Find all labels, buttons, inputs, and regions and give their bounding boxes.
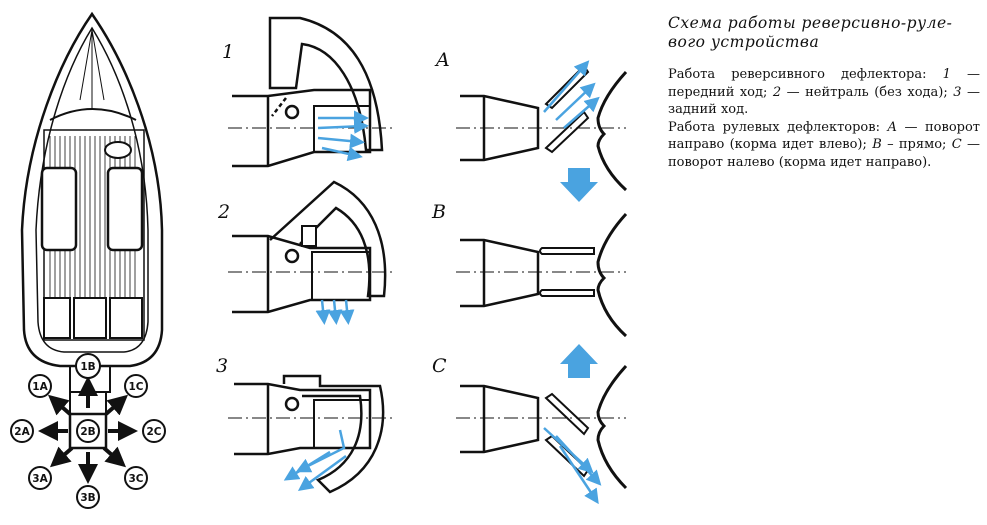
caption-num-3: 3 (953, 84, 962, 100)
caption-text: Работа реверсивного дефлектора: 1 — пере… (668, 66, 980, 171)
marker-label: 1A (32, 381, 48, 393)
direction-marker-3A: 3A (28, 466, 52, 490)
direction-marker-1B: 1B (75, 353, 101, 379)
steering-left (456, 364, 628, 490)
direction-marker-2C: 2C (142, 419, 166, 443)
direction-marker-1A: 1A (28, 374, 52, 398)
marker-label: 2C (146, 426, 161, 438)
deflector-neutral (228, 180, 392, 314)
caption-letter-C: C (951, 137, 962, 152)
movement-arrow-down (560, 168, 598, 202)
caption-text-1a: Работа реверсивного дефлектора: (668, 67, 927, 82)
rear-seat-left (43, 297, 71, 339)
panel-label-1: 1 (222, 41, 234, 63)
water-flow-left (543, 427, 602, 505)
seat-left (40, 166, 78, 252)
direction-marker-2A: 2A (10, 419, 34, 443)
water-flow-forward (317, 110, 369, 162)
steering-right (456, 64, 628, 192)
caption-text-1d: — задний ход. (668, 84, 980, 118)
caption-text-1c: — нейтраль (без хода); (781, 84, 954, 100)
direction-marker-2B: 2B (76, 419, 100, 443)
marker-label: 1B (80, 361, 95, 373)
caption-para-reversing: Работа реверсивного дефлектора: 1 — пере… (668, 66, 980, 119)
panel-label-A: A (434, 49, 450, 71)
caption-text-1b: — передний ход; (668, 67, 980, 100)
panel-label-2: 2 (217, 201, 230, 223)
water-flow-reverse (283, 429, 347, 491)
caption-num-2: 2 (772, 84, 782, 100)
deck-outline (35, 26, 149, 353)
panel-label-3: 3 (216, 355, 228, 377)
water-flow-neutral (315, 299, 355, 325)
marker-label: 3A (32, 473, 48, 485)
direction-arrows (38, 376, 138, 484)
seat-right (106, 166, 144, 252)
water-flow-right (543, 60, 600, 129)
marker-label: 2B (80, 426, 95, 438)
direction-marker-3C: 3C (124, 466, 148, 490)
marker-label: 1C (128, 381, 143, 393)
caption-num-1: 1 (942, 67, 951, 82)
deflector-forward (228, 16, 392, 168)
caption-title: Схема работы реверсивно-руле-вого устрой… (668, 14, 953, 51)
direction-marker-1C: 1C (124, 374, 148, 398)
caption-text-2d: — поворот налево (корма идет направо). (668, 137, 981, 170)
marker-label: 3B (80, 492, 95, 504)
caption-text-2a: Работа рулевых дефлекторов: (668, 119, 888, 135)
caption-letter-A: A (887, 119, 897, 135)
steering-straight (456, 212, 628, 338)
marker-label: 3C (128, 473, 143, 485)
direction-marker-3B: 3B (76, 485, 100, 509)
steering-wheel (104, 141, 132, 159)
caption-para-steering: Работа рулевых дефлекторов: A — поворот … (668, 119, 980, 172)
panel-label-B: B (431, 201, 446, 223)
rear-seat-center (73, 297, 107, 339)
movement-arrow-up (560, 344, 598, 378)
boat-top-view (20, 11, 164, 450)
caption: Схема работы реверсивно-руле-вого устрой… (668, 14, 980, 171)
panel-label-C: C (432, 355, 447, 377)
rear-seat-right (109, 297, 143, 339)
caption-text-2b: — поворот направо (корма идет влево); (668, 119, 980, 153)
deflector-reverse (228, 374, 392, 494)
caption-letter-B: B (872, 137, 882, 152)
windshield (49, 108, 137, 121)
caption-text-2c: – прямо; (881, 137, 952, 152)
marker-label: 2A (14, 426, 30, 438)
